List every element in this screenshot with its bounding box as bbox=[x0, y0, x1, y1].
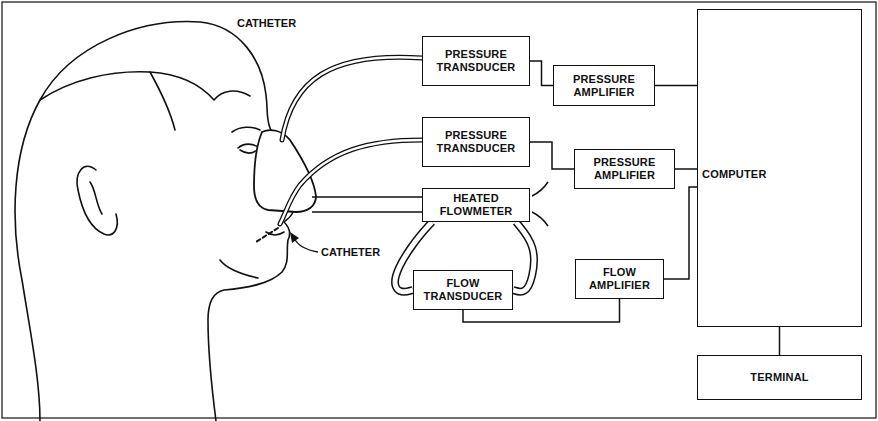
box-label: HEATED FLOWMETER bbox=[427, 192, 525, 217]
hose-wall bbox=[312, 197, 422, 212]
head-outline bbox=[15, 22, 306, 421]
mask-hose bbox=[312, 197, 422, 212]
flowmeter-heater-leads bbox=[532, 182, 548, 226]
wire bbox=[655, 85, 697, 87]
part-label: CATHETER bbox=[236, 17, 297, 29]
process-box: HEATED FLOWMETER bbox=[422, 188, 530, 222]
wire bbox=[779, 327, 781, 355]
process-box: FLOW AMPLIFIER bbox=[575, 259, 664, 299]
box-label: PRESSURE TRANSDUCER bbox=[427, 129, 525, 154]
box-label: FLOW TRANSDUCER bbox=[418, 277, 508, 302]
eye bbox=[238, 144, 258, 153]
signal-wire bbox=[655, 85, 697, 86]
wire bbox=[664, 187, 697, 279]
process-box: FLOW TRANSDUCER bbox=[413, 270, 513, 310]
catheter-tubes bbox=[256, 57, 422, 242]
face-mask bbox=[254, 130, 316, 212]
catheter-tube-inner bbox=[280, 140, 422, 224]
catheter-tube-outer bbox=[280, 140, 422, 224]
catheter-tube-outer bbox=[282, 57, 422, 140]
box-label: TERMINAL bbox=[750, 371, 808, 384]
catheter-tip bbox=[256, 228, 278, 242]
part-label: CATHETER bbox=[320, 246, 381, 258]
tube-outer bbox=[513, 222, 534, 292]
tube-inner bbox=[513, 222, 534, 292]
process-box: PRESSURE AMPLIFIER bbox=[553, 65, 655, 106]
signal-wire bbox=[530, 142, 574, 169]
wire bbox=[675, 168, 697, 170]
signal-wire bbox=[779, 327, 780, 355]
box-label: PRESSURE TRANSDUCER bbox=[427, 48, 525, 73]
hairline bbox=[40, 72, 250, 100]
box-label: COMPUTER bbox=[702, 168, 767, 181]
wire bbox=[530, 142, 574, 169]
leader-line bbox=[294, 238, 318, 252]
box-label: FLOW AMPLIFIER bbox=[580, 266, 659, 291]
flow-tube bbox=[513, 222, 534, 292]
signal-wire bbox=[675, 169, 697, 170]
leader-arrowhead bbox=[290, 232, 299, 243]
box-label: PRESSURE AMPLIFIER bbox=[558, 73, 650, 98]
signal-wire bbox=[530, 61, 553, 86]
box-label: PRESSURE AMPLIFIER bbox=[579, 156, 670, 181]
head-profile bbox=[15, 22, 306, 421]
eyebrow bbox=[232, 127, 260, 132]
ear-inner bbox=[90, 182, 102, 214]
process-box: PRESSURE AMPLIFIER bbox=[574, 149, 675, 189]
process-box: PRESSURE TRANSDUCER bbox=[422, 36, 530, 86]
signal-wire bbox=[664, 187, 697, 279]
hair-stroke bbox=[150, 72, 175, 130]
wire bbox=[530, 61, 553, 86]
process-box: PRESSURE TRANSDUCER bbox=[422, 117, 530, 167]
computer-box: COMPUTER bbox=[697, 9, 862, 327]
jaw-line bbox=[220, 260, 258, 278]
catheter-tube-inner bbox=[282, 57, 422, 140]
terminal-box: TERMINAL bbox=[697, 355, 862, 400]
ear bbox=[77, 166, 117, 235]
